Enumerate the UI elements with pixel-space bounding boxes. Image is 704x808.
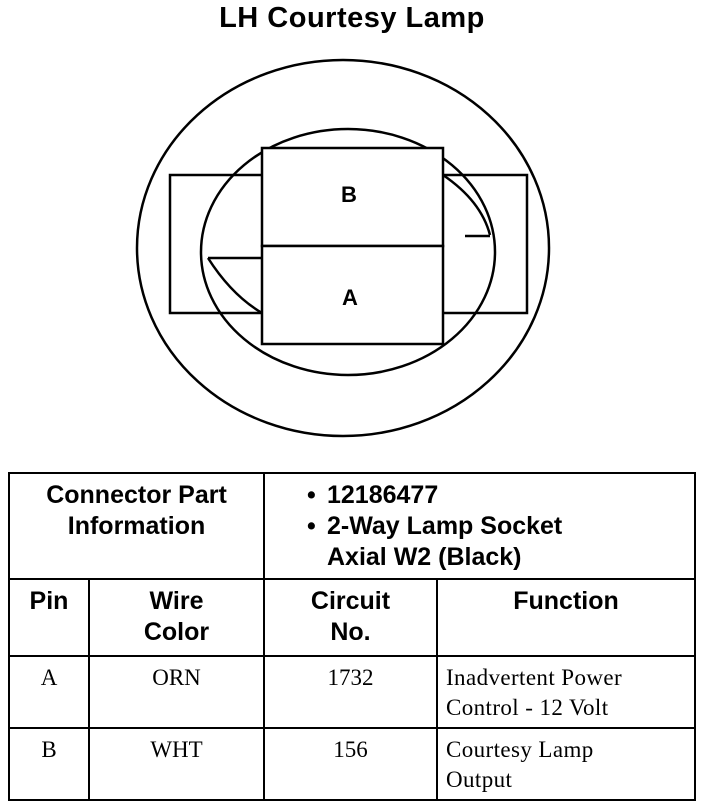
cavity-b	[260, 146, 445, 248]
right-latch-curve	[442, 173, 492, 236]
part-description: 2-Way Lamp Socket	[307, 511, 694, 542]
row-pin: A	[8, 655, 90, 729]
cavity-b-label: B	[341, 182, 357, 207]
part-description-continued: Axial W2 (Black)	[327, 543, 522, 571]
table-row: A ORN 1732 Inadvertent Power Control - 1…	[8, 655, 697, 729]
left-latch-curve	[206, 257, 263, 315]
header-pin: Pin	[8, 578, 90, 657]
row-wire-color: ORN	[88, 655, 265, 729]
header-circuit: Circuit No.	[263, 578, 438, 657]
column-header-row: Pin Wire Color Circuit No. Function	[8, 578, 697, 657]
header-function: Function	[435, 578, 697, 657]
row-wire-color: WHT	[88, 727, 265, 801]
cavity-a	[260, 244, 445, 346]
outer-ring	[135, 58, 551, 438]
row-circuit: 1732	[263, 655, 438, 729]
connector-info-label: Connector Part Information	[8, 472, 265, 580]
cavity-a-label: A	[342, 285, 358, 310]
inner-ring	[199, 127, 497, 377]
row-function: Courtesy Lamp Output	[435, 727, 697, 801]
table-row: B WHT 156 Courtesy Lamp Output	[8, 727, 697, 801]
row-circuit: 156	[263, 727, 438, 801]
page-title: LH Courtesy Lamp	[219, 2, 485, 34]
row-function: Inadvertent Power Control - 12 Volt	[435, 655, 697, 729]
connector-info-row: Connector Part Information 12186477 2-Wa…	[8, 472, 697, 580]
right-latch	[443, 173, 529, 315]
connector-info-list: 12186477 2-Way Lamp Socket Axial W2 (Bla…	[262, 472, 697, 580]
connector-table: Connector Part Information 12186477 2-Wa…	[8, 472, 697, 801]
part-number: 12186477	[307, 480, 694, 511]
header-wire-color: Wire Color	[88, 578, 265, 657]
left-latch	[168, 173, 262, 315]
connector-face-diagram: B A	[135, 58, 551, 438]
row-pin: B	[8, 727, 90, 801]
